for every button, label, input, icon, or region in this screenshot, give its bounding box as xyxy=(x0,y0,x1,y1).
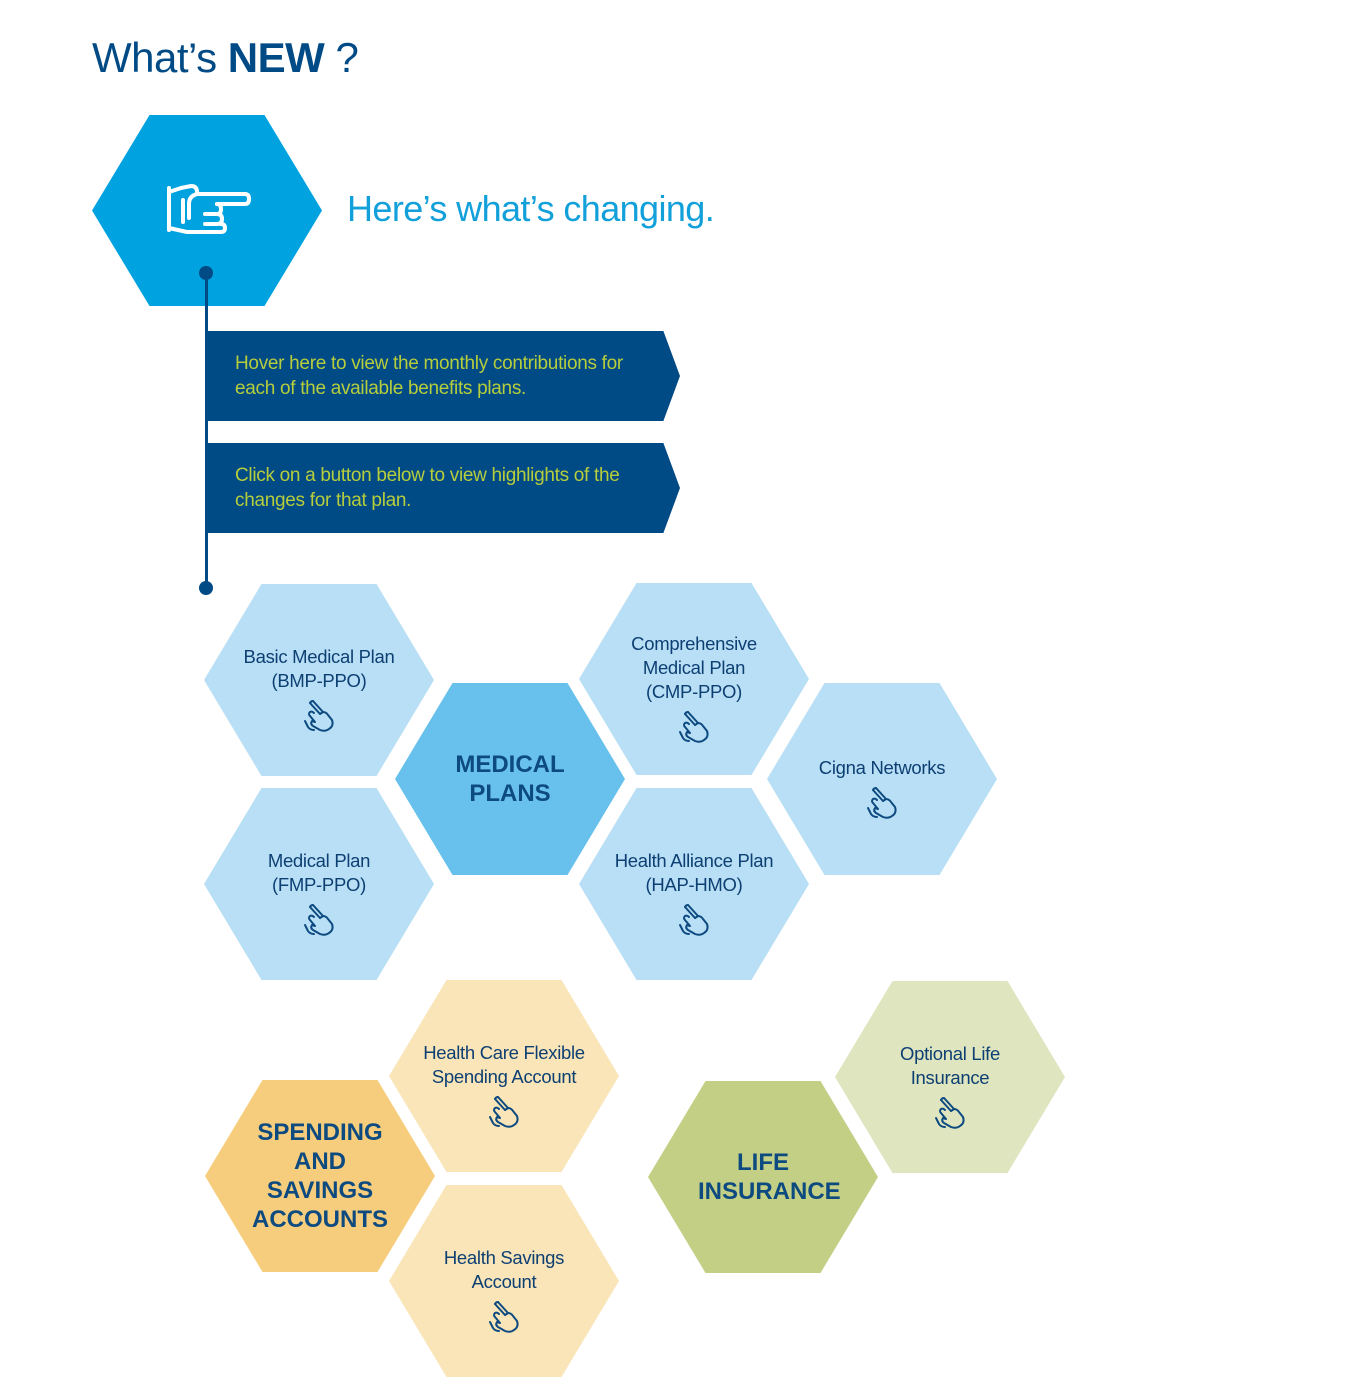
button-label: Health Care Flexible Spending Account xyxy=(423,1042,585,1087)
page-title: What’s NEW ? xyxy=(92,34,359,81)
contributions-hover-banner[interactable]: Hover here to view the monthly contribut… xyxy=(205,331,680,421)
comprehensive-medical-plan-button[interactable]: Comprehensive Medical Plan (CMP-PPO) xyxy=(579,583,809,775)
button-label: Medical Plan (FMP-PPO) xyxy=(267,850,371,895)
tap-finger-icon xyxy=(676,903,712,939)
cigna-networks-button[interactable]: Cigna Networks xyxy=(767,683,997,875)
basic-medical-plan-button[interactable]: Basic Medical Plan (BMP-PPO) xyxy=(204,584,434,776)
click-instruction-banner: Click on a button below to view highligh… xyxy=(205,443,680,533)
pointing-hand-icon xyxy=(167,183,251,234)
optional-life-insurance-button[interactable]: Optional Life Insurance xyxy=(835,981,1065,1173)
connector-dot-top xyxy=(199,266,213,280)
tap-finger-icon xyxy=(932,1096,968,1132)
medical-plans-heading-hex: MEDICAL PLANS xyxy=(395,683,625,875)
spending-savings-heading: SPENDING AND SAVINGS ACCOUNTS xyxy=(252,1119,388,1233)
hover-instruction-text: Hover here to view the monthly contribut… xyxy=(235,353,623,399)
button-label: Health Savings Account xyxy=(443,1247,565,1292)
button-label: Optional Life Insurance xyxy=(900,1043,1000,1088)
health-alliance-plan-button[interactable]: Health Alliance Plan (HAP-HMO) xyxy=(579,788,809,980)
connector-dot-bottom xyxy=(199,581,213,595)
spending-savings-heading-hex: SPENDING AND SAVINGS ACCOUNTS xyxy=(205,1080,435,1272)
tap-finger-icon xyxy=(486,1300,522,1336)
tap-finger-icon xyxy=(301,699,337,735)
tap-finger-icon xyxy=(486,1095,522,1131)
click-instruction-text: Click on a button below to view highligh… xyxy=(235,465,620,511)
section-headline: Here’s what’s changing. xyxy=(347,188,715,229)
button-label: Health Alliance Plan (HAP-HMO) xyxy=(614,850,774,895)
tap-finger-icon xyxy=(301,903,337,939)
medical-plan-fmp-button[interactable]: Medical Plan (FMP-PPO) xyxy=(204,788,434,980)
life-insurance-heading: LIFE INSURANCE xyxy=(698,1149,841,1205)
button-label: Basic Medical Plan (BMP-PPO) xyxy=(243,646,395,691)
connector-line xyxy=(205,272,208,589)
tap-finger-icon xyxy=(676,710,712,746)
tap-finger-icon xyxy=(864,786,900,822)
health-care-fsa-button[interactable]: Health Care Flexible Spending Account xyxy=(389,980,619,1172)
button-label: Cigna Networks xyxy=(818,757,946,778)
life-insurance-heading-hex: LIFE INSURANCE xyxy=(648,1081,878,1273)
button-label: Comprehensive Medical Plan (CMP-PPO) xyxy=(631,633,757,702)
health-savings-account-button[interactable]: Health Savings Account xyxy=(389,1185,619,1377)
medical-plans-heading: MEDICAL PLANS xyxy=(455,751,565,807)
